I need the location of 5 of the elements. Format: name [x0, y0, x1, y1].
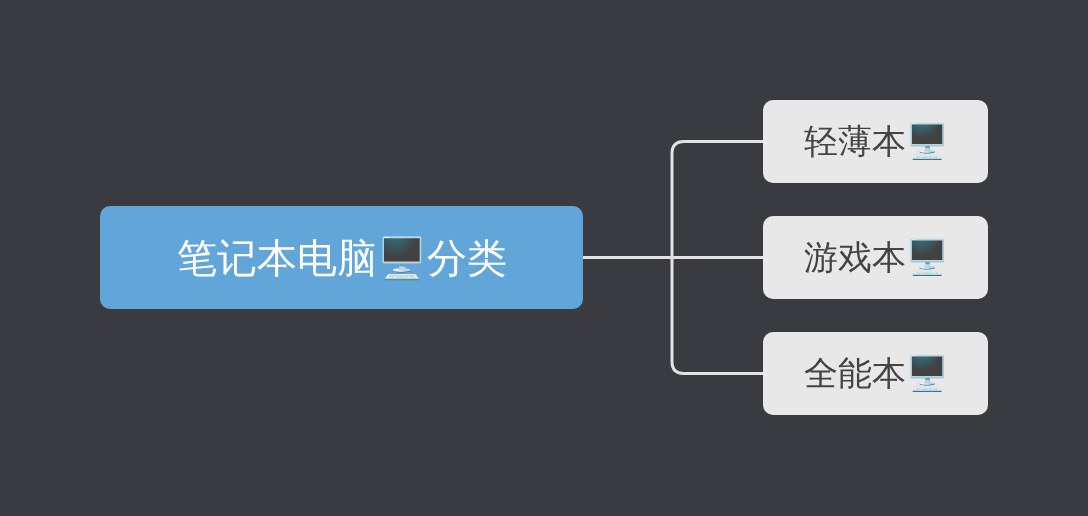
subtopic-box: 轻薄本🖥 [763, 100, 988, 183]
subtopic-box: 游戏本🖥 [763, 216, 988, 299]
connector-line [583, 256, 763, 375]
subtopic-box: 全能本🖥 [763, 332, 988, 415]
topic-box: 笔记本电脑🖥分类 [100, 206, 583, 309]
